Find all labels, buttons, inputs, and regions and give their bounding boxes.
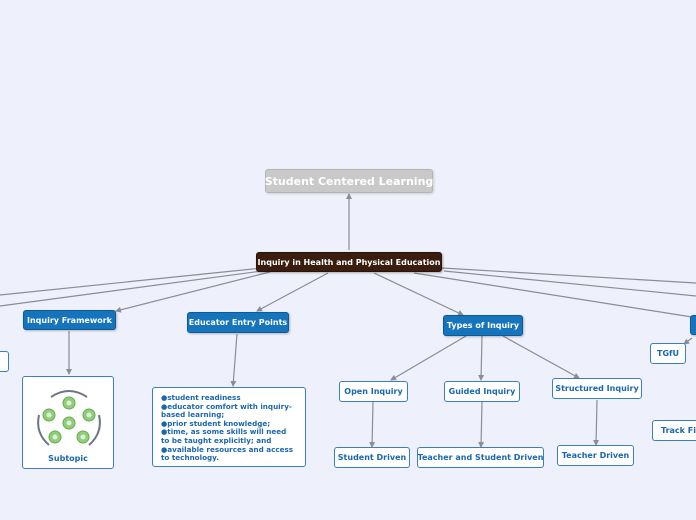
inquiry-cycle-image xyxy=(37,390,101,446)
subtopic-label: Subtopic xyxy=(48,454,88,463)
note-item: available resources and access to techno… xyxy=(161,445,297,463)
note-item: prior student knowledge; xyxy=(161,419,297,429)
link-open-to-student xyxy=(369,401,376,448)
link-root-to-educator-entry xyxy=(256,272,329,312)
note-item: student readiness xyxy=(161,393,297,403)
offscreen-right-branch-node[interactable] xyxy=(690,315,696,335)
link-educator-to-notes xyxy=(230,333,238,387)
notes-list: student readiness educator comfort with … xyxy=(161,393,297,463)
link-root-offscreen-left-2 xyxy=(0,270,263,307)
student-driven-node[interactable]: Student Driven xyxy=(334,447,410,468)
types-of-inquiry-node[interactable]: Types of Inquiry xyxy=(443,315,523,336)
link-root-to-types xyxy=(373,272,464,316)
link-root-offscreen-right-2 xyxy=(443,270,696,297)
offscreen-left-node[interactable] xyxy=(0,351,9,372)
open-inquiry-node[interactable]: Open Inquiry xyxy=(339,381,408,402)
link-root-offscreen-right-1 xyxy=(441,267,696,284)
educator-entry-points-node[interactable]: Educator Entry Points xyxy=(187,312,289,333)
note-item: educator comfort with inquiry-based lear… xyxy=(161,402,297,420)
track-fit-node[interactable]: Track Fit xyxy=(652,420,696,441)
note-item: time, as some skills will need to be tau… xyxy=(161,428,297,445)
link-root-offscreen-right-3 xyxy=(413,272,693,318)
educator-entry-notes[interactable]: student readiness educator comfort with … xyxy=(152,387,306,467)
central-topic-node[interactable]: Inquiry in Health and Physical Education xyxy=(256,252,442,272)
link-structured-to-teacher xyxy=(593,399,600,446)
teacher-and-student-driven-node[interactable]: Teacher and Student Driven xyxy=(417,447,544,468)
teacher-driven-node[interactable]: Teacher Driven xyxy=(557,445,634,466)
guided-inquiry-node[interactable]: Guided Inquiry xyxy=(444,381,520,402)
link-right-to-tgfu xyxy=(683,337,693,345)
tgfu-node[interactable]: TGfU xyxy=(650,343,686,364)
structured-inquiry-node[interactable]: Structured Inquiry xyxy=(552,378,642,399)
link-types-to-structured xyxy=(502,335,580,379)
inquiry-framework-node[interactable]: Inquiry Framework xyxy=(23,310,116,330)
link-types-to-guided xyxy=(478,335,485,381)
link-root-offscreen-left-1 xyxy=(0,267,263,296)
link-guided-to-teacher-student xyxy=(478,401,485,448)
link-root-to-inquiry-framework xyxy=(115,271,271,313)
parent-topic-node[interactable]: Student Centered Learning xyxy=(265,169,433,193)
subtopic-node[interactable]: Subtopic xyxy=(22,376,114,469)
link-types-to-open xyxy=(390,335,467,381)
